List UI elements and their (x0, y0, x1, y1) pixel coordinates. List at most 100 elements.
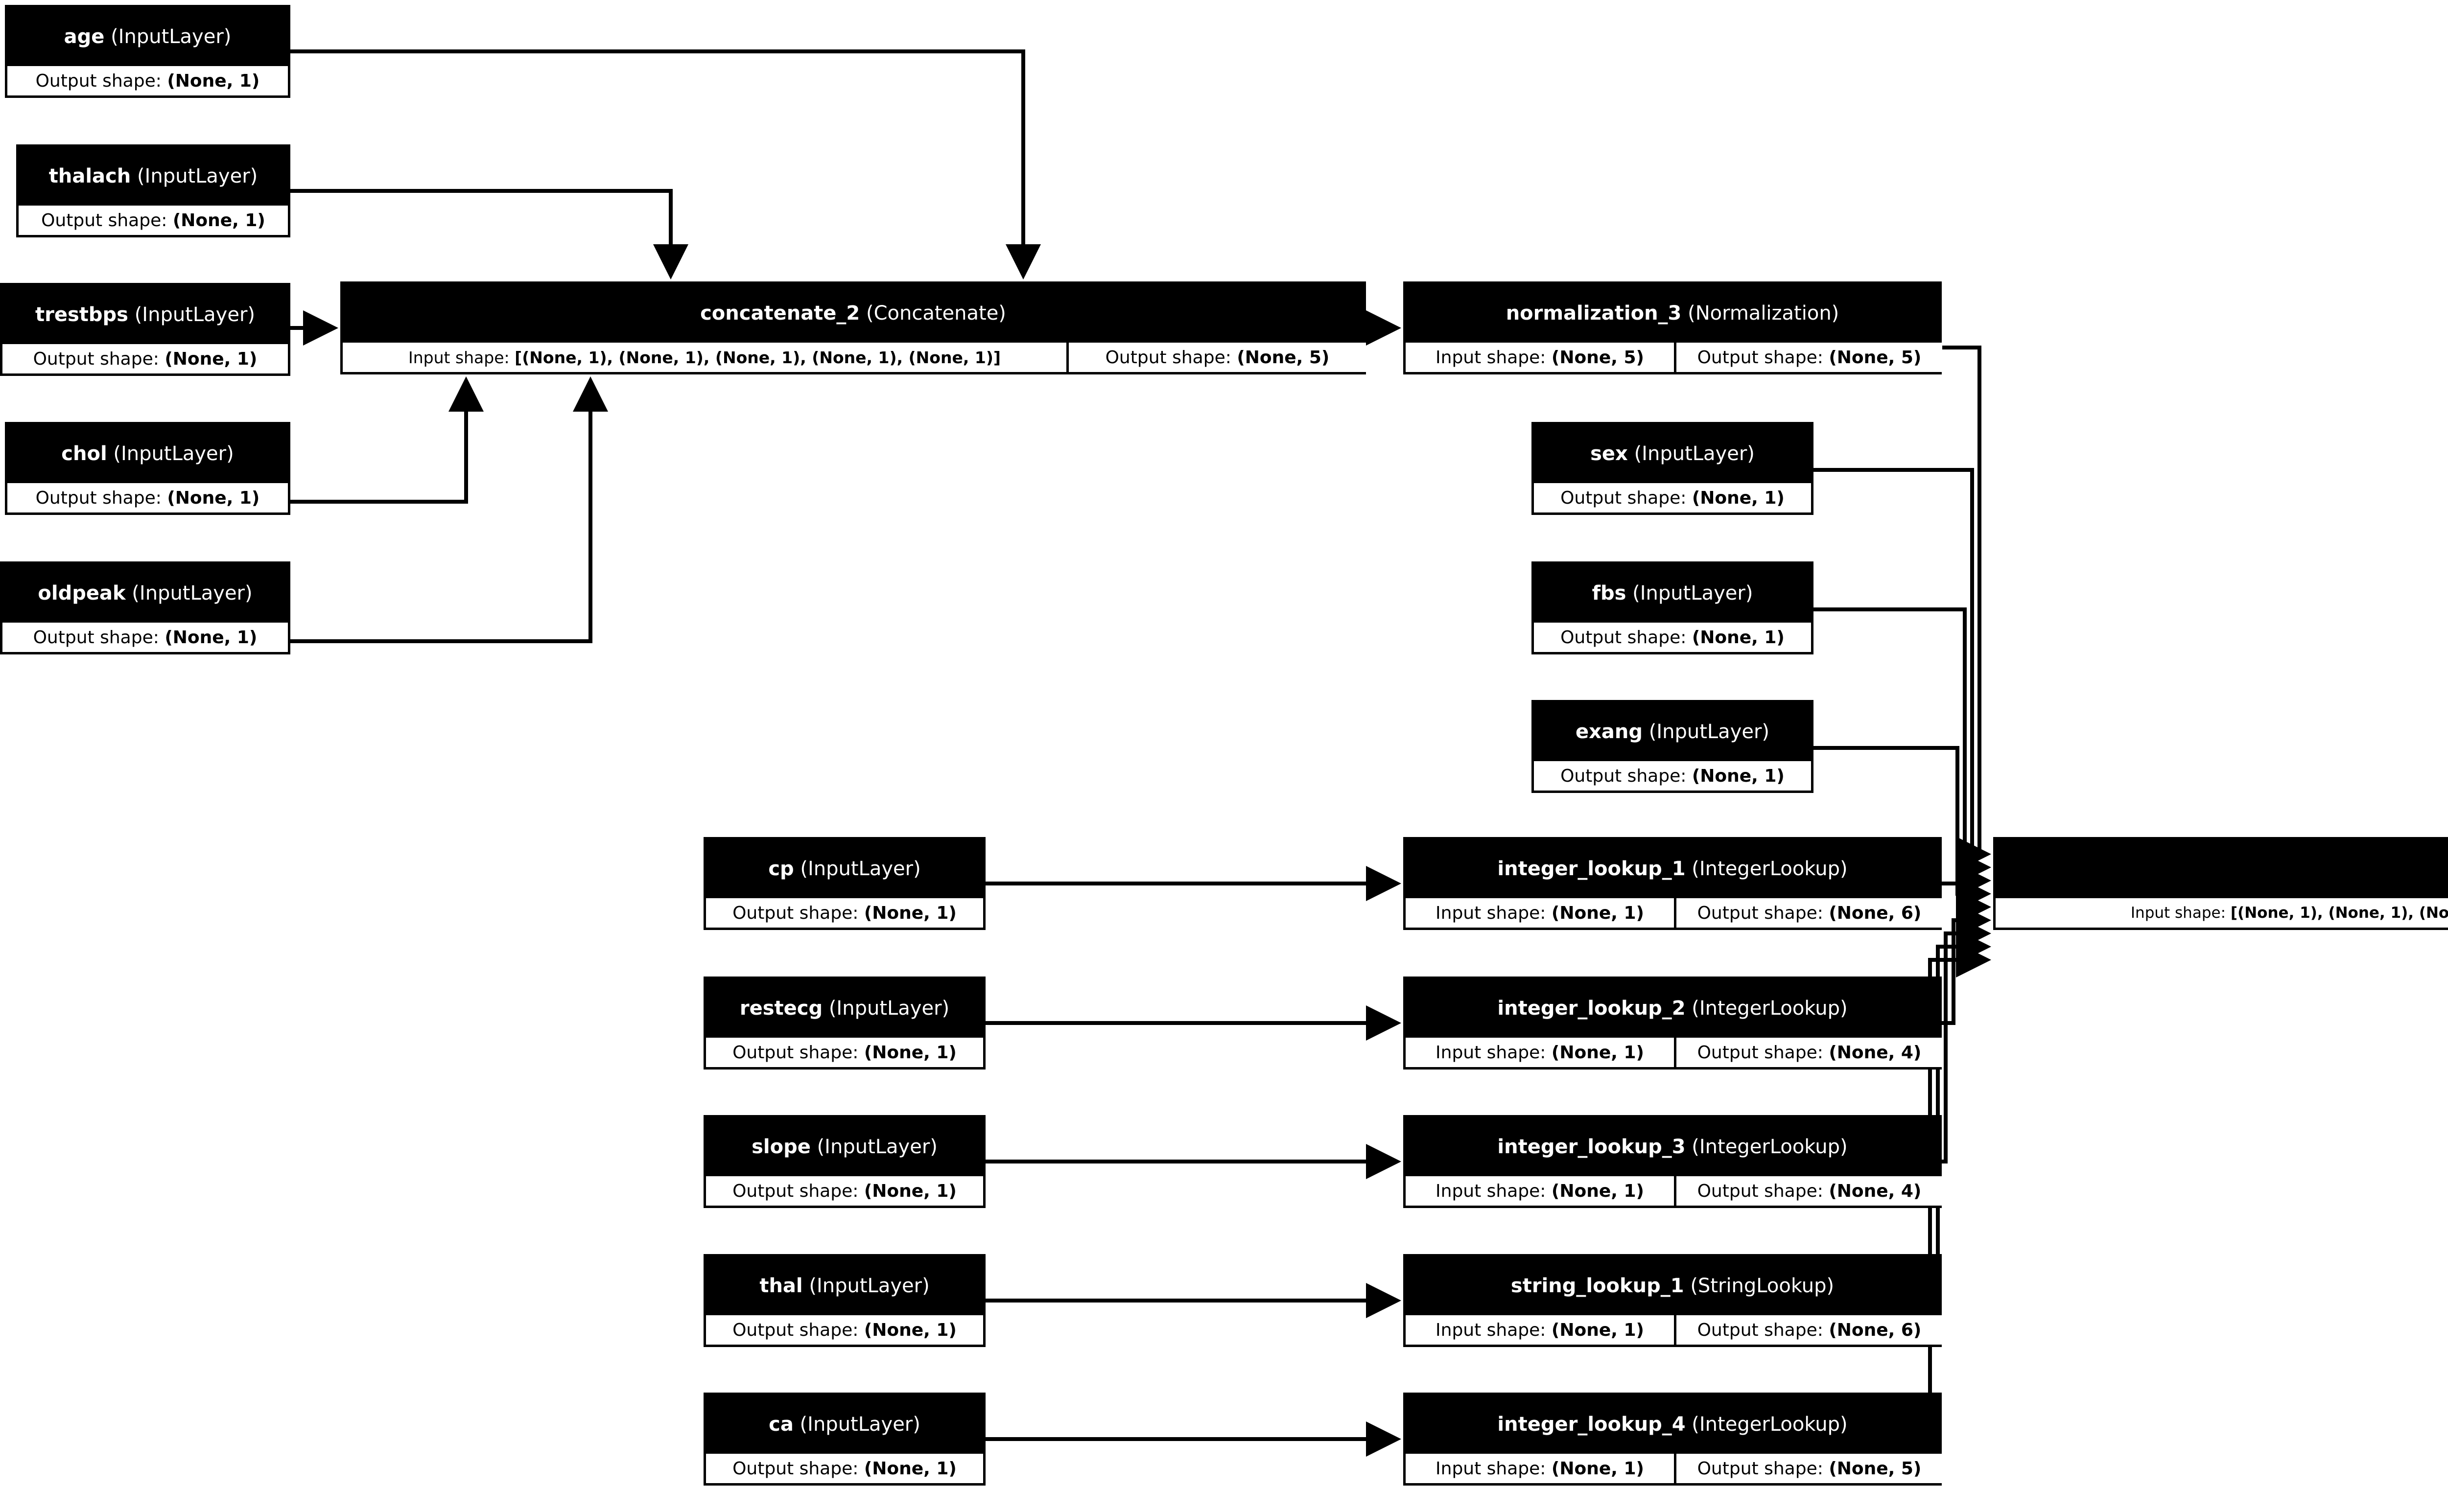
edge-age-to-concatenate2 (290, 49, 1041, 279)
layer-node-body-slope: Output shape: (None, 1) (706, 1176, 983, 1206)
input-shape-label-concatenate_2: Input shape: (408, 348, 510, 367)
layer-node-body-thal: Output shape: (None, 1) (706, 1315, 983, 1345)
output-shape-cell-fbs: Output shape: (None, 1) (1534, 623, 1811, 652)
output-shape-value-sex: (None, 1) (1692, 488, 1785, 508)
layer-node-integer_lookup_1[interactable]: integer_lookup_1 (IntegerLookup)Input sh… (1403, 837, 1942, 930)
output-shape-label-fbs: Output shape: (1560, 627, 1687, 648)
layer-node-body-age: Output shape: (None, 1) (7, 66, 288, 95)
layer-type-concatenate_2: (Concatenate) (866, 302, 1006, 325)
output-shape-value-thal: (None, 1) (864, 1320, 957, 1340)
input-shape-value-integer_lookup_4: (None, 1) (1551, 1458, 1644, 1479)
layer-name-string_lookup_1: string_lookup_1 (1510, 1275, 1684, 1297)
layer-node-body-integer_lookup_1: Input shape: (None, 1)Output shape: (Non… (1406, 898, 1942, 928)
layer-name-cp: cp (768, 858, 794, 880)
layer-node-body-concatenate_3: Input shape: [(None, 1), (None, 1), (Non… (1996, 898, 2448, 928)
layer-name-integer_lookup_1: integer_lookup_1 (1497, 858, 1686, 880)
layer-node-restecg[interactable]: restecg (InputLayer)Output shape: (None,… (704, 977, 986, 1070)
output-shape-value-restecg: (None, 1) (864, 1042, 957, 1063)
output-shape-value-exang: (None, 1) (1692, 766, 1785, 786)
layer-node-cp[interactable]: cp (InputLayer)Output shape: (None, 1) (704, 837, 986, 930)
layer-type-fbs: (InputLayer) (1632, 582, 1753, 605)
layer-node-ca[interactable]: ca (InputLayer)Output shape: (None, 1) (704, 1393, 986, 1486)
edge-chol-to-concatenate2 (290, 376, 484, 504)
layer-type-restecg: (InputLayer) (828, 997, 950, 1020)
layer-node-header-concatenate_3: concatenate_3 (Concatenate) (1996, 839, 2448, 898)
layer-node-header-normalization_3: normalization_3 (Normalization) (1406, 284, 1939, 343)
layer-name-age: age (64, 25, 105, 48)
output-shape-cell-ca: Output shape: (None, 1) (706, 1454, 983, 1483)
layer-node-string_lookup_1[interactable]: string_lookup_1 (StringLookup)Input shap… (1403, 1254, 1942, 1347)
layer-node-concatenate_3[interactable]: concatenate_3 (Concatenate)Input shape: … (1993, 837, 2448, 930)
input-shape-cell-integer_lookup_4: Input shape: (None, 1) (1406, 1454, 1674, 1483)
output-shape-value-chol: (None, 1) (167, 488, 260, 508)
output-shape-value-integer_lookup_1: (None, 6) (1829, 903, 1922, 923)
layer-node-body-exang: Output shape: (None, 1) (1534, 761, 1811, 791)
output-shape-label-integer_lookup_1: Output shape: (1697, 903, 1823, 923)
layer-node-header-cp: cp (InputLayer) (706, 839, 983, 898)
layer-type-cp: (InputLayer) (800, 858, 921, 880)
layer-type-normalization_3: (Normalization) (1688, 302, 1839, 325)
layer-node-header-restecg: restecg (InputLayer) (706, 979, 983, 1038)
layer-node-integer_lookup_4[interactable]: integer_lookup_4 (IntegerLookup)Input sh… (1403, 1393, 1942, 1486)
output-shape-value-fbs: (None, 1) (1692, 627, 1785, 648)
output-shape-value-integer_lookup_3: (None, 4) (1829, 1181, 1922, 1201)
layer-node-thal[interactable]: thal (InputLayer)Output shape: (None, 1) (704, 1254, 986, 1347)
layer-name-exang: exang (1575, 721, 1643, 743)
output-shape-label-exang: Output shape: (1560, 766, 1687, 786)
layer-node-fbs[interactable]: fbs (InputLayer)Output shape: (None, 1) (1531, 561, 1813, 654)
output-shape-value-ca: (None, 1) (864, 1458, 957, 1479)
output-shape-value-integer_lookup_4: (None, 5) (1829, 1458, 1922, 1479)
layer-node-body-fbs: Output shape: (None, 1) (1534, 623, 1811, 652)
layer-name-normalization_3: normalization_3 (1506, 302, 1682, 325)
input-shape-value-integer_lookup_1: (None, 1) (1551, 903, 1644, 923)
output-shape-value-thalach: (None, 1) (172, 210, 265, 231)
output-shape-cell-string_lookup_1: Output shape: (None, 6) (1674, 1315, 1942, 1345)
input-shape-value-integer_lookup_3: (None, 1) (1551, 1181, 1644, 1201)
layer-node-body-chol: Output shape: (None, 1) (7, 483, 288, 512)
layer-node-integer_lookup_3[interactable]: integer_lookup_3 (IntegerLookup) Input sh… (1403, 1115, 1942, 1208)
layer-name-ca: ca (769, 1413, 794, 1436)
input-shape-cell-string_lookup_1: Input shape: (None, 1) (1406, 1315, 1674, 1345)
layer-type-integer_lookup_2: (IntegerLookup) (1692, 997, 1848, 1020)
input-shape-cell-integer_lookup_3: Input shape: (None, 1) (1406, 1176, 1674, 1206)
layer-name-concatenate_2: concatenate_2 (700, 302, 860, 325)
layer-node-normalization_3[interactable]: normalization_3 (Normalization)Input sha… (1403, 281, 1942, 374)
layer-type-integer_lookup_3: (IntegerLookup) (1692, 1136, 1848, 1158)
output-shape-label-integer_lookup_4: Output shape: (1697, 1458, 1823, 1479)
input-shape-cell-concatenate_2: Input shape: [(None, 1), (None, 1), (Non… (343, 343, 1066, 372)
output-shape-value-oldpeak: (None, 1) (165, 627, 258, 648)
output-shape-cell-thalach: Output shape: (None, 1) (19, 206, 288, 235)
layer-node-concatenate_2[interactable]: concatenate_2 (Concatenate) Input shape: … (340, 281, 1366, 374)
layer-node-oldpeak[interactable]: oldpeak (InputLayer)Output shape: (None,… (0, 561, 290, 654)
layer-node-body-thalach: Output shape: (None, 1) (19, 206, 288, 235)
edge-integerlookup3-to-concatenate3 (1942, 916, 1991, 1163)
output-shape-cell-oldpeak: Output shape: (None, 1) (2, 623, 288, 652)
output-shape-cell-age: Output shape: (None, 1) (7, 66, 288, 95)
layer-node-slope[interactable]: slope (InputLayer)Output shape: (None, 1… (704, 1115, 986, 1208)
layer-node-thalach[interactable]: thalach (InputLayer)Output shape: (None,… (16, 144, 290, 237)
layer-type-integer_lookup_4: (IntegerLookup) (1692, 1413, 1848, 1436)
input-shape-cell-normalization_3: Input shape: (None, 5) (1406, 343, 1674, 372)
input-shape-cell-concatenate_3: Input shape: [(None, 1), (None, 1), (Non… (1996, 898, 2448, 928)
layer-node-header-integer_lookup_4: integer_lookup_4 (IntegerLookup) (1406, 1395, 1939, 1454)
input-shape-cell-integer_lookup_2: Input shape: (None, 1) (1406, 1038, 1674, 1067)
output-shape-value-normalization_3: (None, 5) (1829, 347, 1922, 368)
layer-node-header-fbs: fbs (InputLayer) (1534, 564, 1811, 623)
layer-node-integer_lookup_2[interactable]: integer_lookup_2 (IntegerLookup)Input sh… (1403, 977, 1942, 1070)
input-shape-value-integer_lookup_2: (None, 1) (1551, 1042, 1644, 1063)
layer-node-age[interactable]: age (InputLayer)Output shape: (None, 1) (5, 5, 290, 98)
layer-name-restecg: restecg (739, 997, 823, 1020)
output-shape-label-thalach: Output shape: (41, 210, 167, 231)
layer-node-exang[interactable]: exang (InputLayer)Output shape: (None, 1… (1531, 700, 1813, 793)
output-shape-label-sex: Output shape: (1560, 488, 1687, 508)
layer-node-body-trestbps: Output shape: (None, 1) (2, 344, 288, 373)
layer-node-body-integer_lookup_3: Input shape: (None, 1)Output shape: (Non… (1406, 1176, 1942, 1206)
layer-node-chol[interactable]: chol (InputLayer)Output shape: (None, 1) (5, 422, 290, 515)
layer-node-body-ca: Output shape: (None, 1) (706, 1454, 983, 1483)
layer-node-sex[interactable]: sex (InputLayer)Output shape: (None, 1) (1531, 422, 1813, 515)
layer-name-integer_lookup_3: integer_lookup_3 (1497, 1136, 1686, 1158)
layer-node-trestbps[interactable]: trestbps (InputLayer)Output shape: (None… (0, 283, 290, 376)
layer-node-header-oldpeak: oldpeak (InputLayer) (2, 564, 288, 623)
output-shape-cell-integer_lookup_3: Output shape: (None, 4) (1674, 1176, 1942, 1206)
layer-name-thal: thal (759, 1275, 803, 1297)
